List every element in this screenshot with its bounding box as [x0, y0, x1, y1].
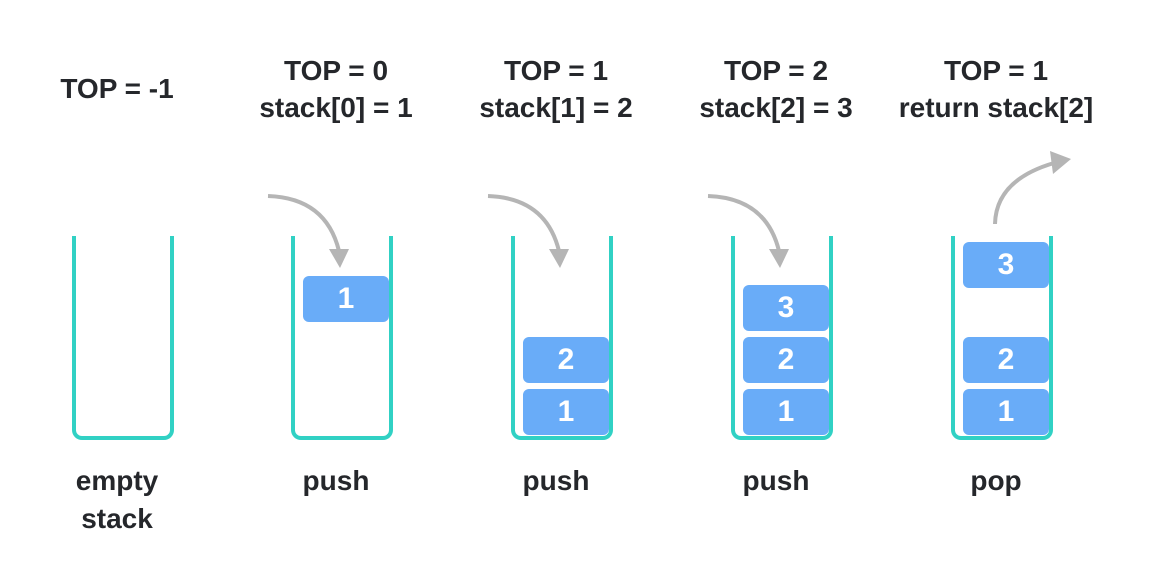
caption-line: stack: [81, 503, 153, 534]
stage-caption: empty stack: [7, 462, 227, 538]
header-line: return stack[2]: [898, 92, 1094, 123]
header-line: stack[2] = 3: [699, 92, 853, 123]
stage-header: TOP = 2 stack[2] = 3: [666, 52, 886, 126]
stack-container: 1 2: [511, 236, 613, 440]
stack-container: 1 2 3: [731, 236, 833, 440]
push-arrow-icon: [487, 194, 569, 268]
pop-arrow-icon: [993, 151, 1071, 225]
stage-header: TOP = 0 stack[0] = 1: [226, 52, 446, 126]
caption-line: push: [742, 465, 810, 496]
stage-push-2: TOP = 1 stack[1] = 2 1 2 push: [446, 0, 666, 582]
header-line: stack[0] = 1: [259, 92, 413, 123]
stack-container: [72, 236, 174, 440]
stack-container: 3 1 2: [951, 236, 1053, 440]
push-arrow-icon: [267, 194, 349, 268]
stage-empty: TOP = -1 empty stack: [7, 0, 227, 582]
stack-block: 1: [743, 389, 829, 435]
push-arrow-icon: [707, 194, 789, 268]
header-line: TOP = 2: [723, 55, 829, 86]
stage-header: TOP = 1 return stack[2]: [886, 52, 1106, 126]
stage-push-3: TOP = 2 stack[2] = 3 1 2 3 push: [666, 0, 886, 582]
stack-block: 2: [963, 337, 1049, 383]
header-line: stack[1] = 2: [479, 92, 633, 123]
stage-header: TOP = 1 stack[1] = 2: [446, 52, 666, 126]
stack-container: 1: [291, 236, 393, 440]
stage-pop: TOP = 1 return stack[2] 3 1 2 pop: [886, 0, 1106, 582]
stage-header: TOP = -1: [7, 70, 227, 107]
caption-line: pop: [970, 465, 1022, 496]
header-line: TOP = 1: [503, 55, 609, 86]
stack-block: 2: [523, 337, 609, 383]
stack-block: 2: [743, 337, 829, 383]
stage-caption: push: [666, 462, 886, 500]
stack-block: 3: [743, 285, 829, 331]
caption-line: empty: [75, 465, 159, 496]
stage-caption: pop: [886, 462, 1106, 500]
stack-block: 1: [523, 389, 609, 435]
header-line: TOP = 0: [283, 55, 389, 86]
header-line: TOP = 1: [943, 55, 1049, 86]
stage-push-1: TOP = 0 stack[0] = 1 1 push: [226, 0, 446, 582]
caption-line: push: [302, 465, 370, 496]
stage-caption: push: [226, 462, 446, 500]
stage-caption: push: [446, 462, 666, 500]
caption-line: push: [522, 465, 590, 496]
stack-block: 1: [963, 389, 1049, 435]
stack-block: 1: [303, 276, 389, 322]
popped-block: 3: [963, 242, 1049, 288]
header-line: TOP = -1: [60, 73, 174, 104]
